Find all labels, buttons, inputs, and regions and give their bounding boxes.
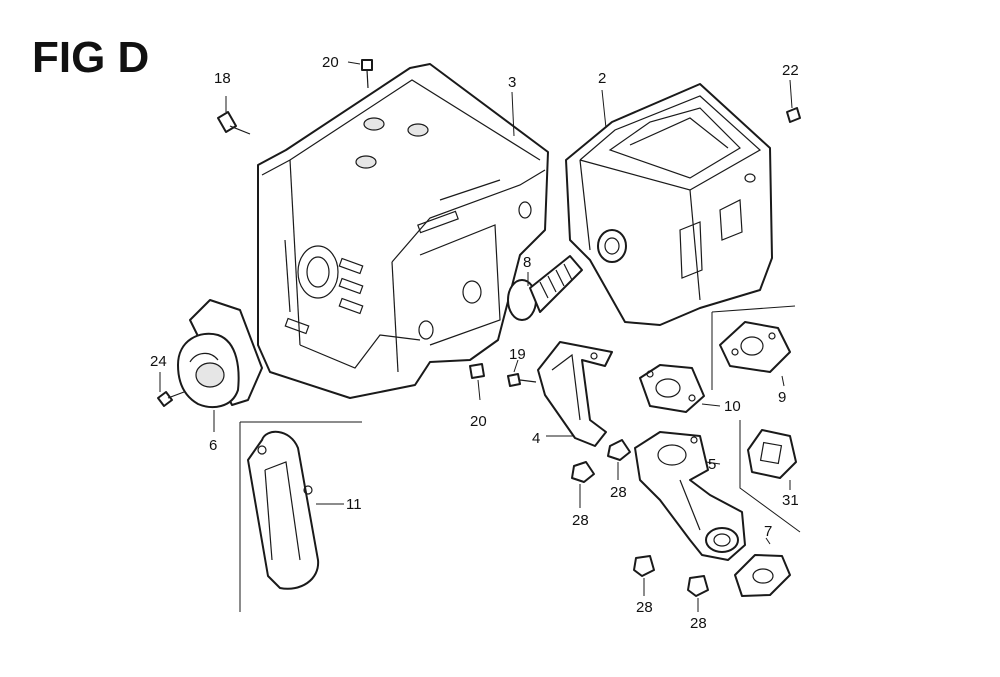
bolt-18 bbox=[217, 111, 251, 135]
callout-22: 22 bbox=[782, 62, 799, 79]
callout-28-b: 28 bbox=[610, 484, 627, 501]
part-6-muffler-cap bbox=[177, 299, 263, 408]
figure-title: FIG D bbox=[32, 33, 149, 82]
part-5-exhaust-manifold bbox=[634, 431, 746, 561]
callout-5: 5 bbox=[708, 456, 716, 473]
part-2-muffler bbox=[565, 83, 773, 326]
leader-lines bbox=[159, 61, 793, 612]
inset-frames bbox=[239, 305, 801, 612]
nut-28-c bbox=[633, 555, 655, 577]
callout-19: 19 bbox=[509, 346, 526, 363]
nut-28-b bbox=[571, 461, 595, 483]
callout-3: 3 bbox=[508, 74, 516, 91]
bolt-19 bbox=[507, 373, 537, 387]
part-4-bracket bbox=[537, 341, 613, 447]
callout-28-d: 28 bbox=[690, 615, 707, 632]
part-11-cover bbox=[247, 430, 320, 590]
nut-28-d bbox=[687, 575, 709, 597]
part-3-muffler-protector bbox=[257, 63, 549, 399]
part-8-exhaust-pipe bbox=[507, 255, 583, 321]
callout-2: 2 bbox=[598, 70, 606, 87]
bolt-20-bottom bbox=[469, 363, 485, 379]
callout-10: 10 bbox=[724, 398, 741, 415]
callout-20-bottom: 20 bbox=[470, 413, 487, 430]
callout-24: 24 bbox=[150, 353, 167, 370]
callout-28-c: 28 bbox=[636, 599, 653, 616]
callout-4: 4 bbox=[532, 430, 540, 447]
callout-28-a: 28 bbox=[572, 512, 589, 529]
bolt-24 bbox=[157, 391, 185, 407]
nut-28-a bbox=[607, 439, 631, 461]
part-7-gasket bbox=[734, 554, 791, 597]
callout-31: 31 bbox=[782, 492, 799, 509]
screw-22 bbox=[786, 107, 801, 123]
bolt-20-top bbox=[361, 59, 373, 89]
part-10-gasket bbox=[639, 364, 705, 413]
callout-20-top: 20 bbox=[322, 54, 339, 71]
part-9-gasket bbox=[719, 321, 791, 373]
callout-7: 7 bbox=[764, 523, 772, 540]
callout-18: 18 bbox=[214, 70, 231, 87]
callout-6: 6 bbox=[209, 437, 217, 454]
callout-11: 11 bbox=[346, 496, 362, 513]
part-31-gasket bbox=[747, 429, 797, 479]
callout-8: 8 bbox=[523, 254, 531, 271]
callout-9: 9 bbox=[778, 389, 786, 406]
